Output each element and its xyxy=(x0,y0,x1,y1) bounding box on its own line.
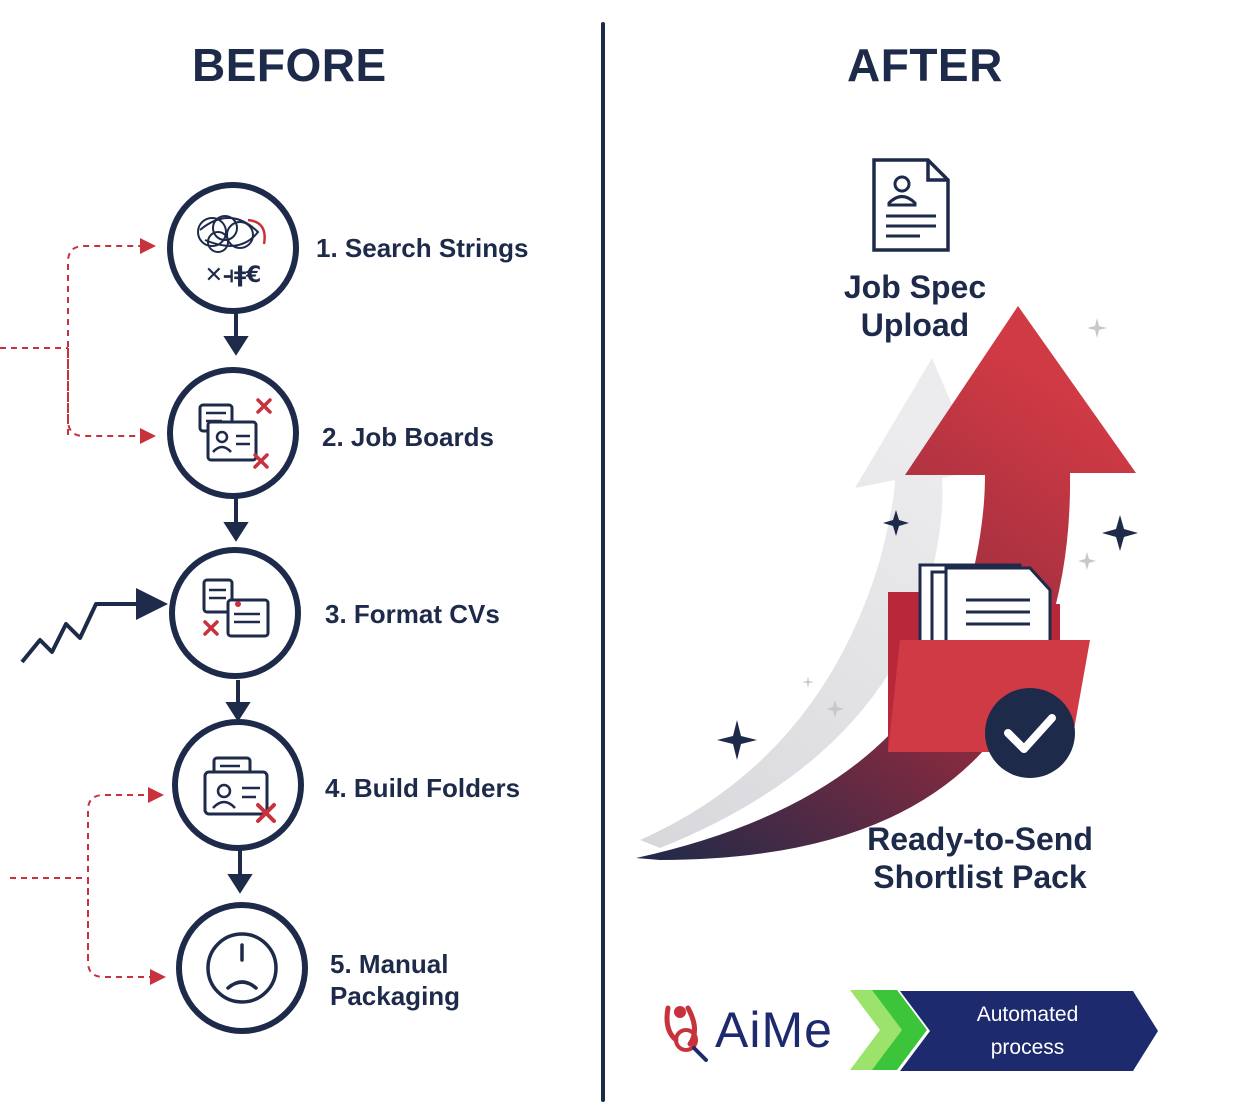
automated-process-badge: Automated process xyxy=(935,998,1120,1064)
grey-growth-arrow xyxy=(640,358,980,848)
step-2-job-boards-icon xyxy=(167,367,299,499)
ready-to-send-label: Ready-to-Send Shortlist Pack xyxy=(840,820,1120,896)
aime-logo-text: AiMe xyxy=(715,1002,833,1058)
sparkle-icons xyxy=(717,510,1138,760)
rework-loop-top xyxy=(0,238,156,444)
badge-line-2: process xyxy=(990,1036,1065,1059)
step-5-label-line-1: 5. Manual xyxy=(330,949,449,979)
divider-line xyxy=(601,22,605,1102)
job-spec-label-line-1: Job Spec xyxy=(843,269,987,305)
aime-logo-mark xyxy=(664,1005,708,1062)
zigzag-arrow xyxy=(20,588,168,664)
step-5-label: 5. Manual Packaging xyxy=(330,948,460,1012)
automated-process-badge-shape xyxy=(900,991,1158,1071)
before-process-diagram: ✕⫞ǂ€ xyxy=(0,182,308,1034)
badge-line-1: Automated xyxy=(976,1003,1079,1026)
red-growth-arrow xyxy=(636,306,1136,860)
step-4-label: 4. Build Folders xyxy=(325,773,521,803)
green-chevrons-icon xyxy=(850,990,927,1070)
job-spec-label-line-2: Upload xyxy=(860,307,970,343)
step-5-manual-packaging-icon xyxy=(176,902,308,1034)
step-2-label: 2. Job Boards xyxy=(322,422,494,452)
step-1-label: 1. Search Strings xyxy=(316,233,529,263)
step-4-build-folders-icon xyxy=(172,719,304,851)
svg-text:✕⫞ǂ€: ✕⫞ǂ€ xyxy=(205,263,262,288)
step-5-label-line-2: Packaging xyxy=(330,981,461,1011)
step-3-label: 3. Format CVs xyxy=(325,599,500,629)
step-1-search-strings-icon: ✕⫞ǂ€ xyxy=(167,182,299,314)
job-spec-upload-label: Job Spec Upload xyxy=(830,268,1000,344)
ready-label-line-1: Ready-to-Send xyxy=(867,821,1093,857)
before-heading: BEFORE xyxy=(192,39,387,91)
rework-loop-bottom xyxy=(10,787,166,985)
step-3-format-cvs-icon xyxy=(169,547,301,679)
checkmark-icon xyxy=(985,688,1075,778)
job-spec-document-icon xyxy=(872,158,950,252)
ready-label-line-2: Shortlist Pack xyxy=(873,859,1087,895)
after-heading: AFTER xyxy=(847,39,1003,91)
